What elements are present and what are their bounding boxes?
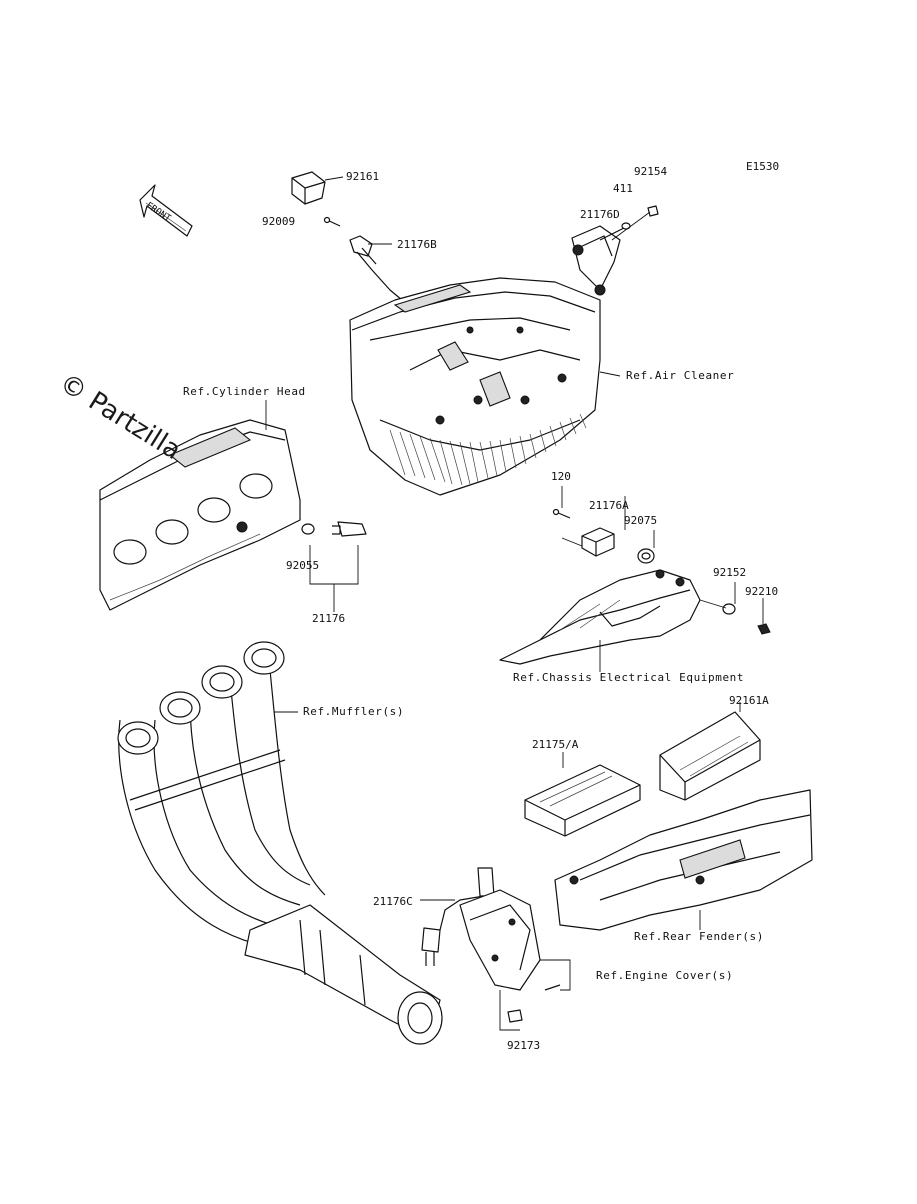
part-label-92210[interactable]: 92210 bbox=[745, 585, 779, 598]
part-label-92075[interactable]: 92075 bbox=[624, 514, 658, 527]
part-label-120[interactable]: 120 bbox=[551, 470, 571, 483]
washer-92152-part bbox=[722, 603, 736, 615]
grommet-92075-part bbox=[637, 548, 655, 564]
part-label-21176b[interactable]: 21176B bbox=[397, 238, 437, 251]
ref-engine-cover-label[interactable]: Ref.Engine Cover(s) bbox=[596, 969, 734, 982]
washer-411-part bbox=[621, 222, 631, 230]
ref-rear-fender-label[interactable]: Ref.Rear Fender(s) bbox=[634, 930, 765, 943]
diagram-id: E1530 bbox=[746, 160, 780, 173]
part-label-21176d[interactable]: 21176D bbox=[580, 208, 620, 221]
exhaust-headers bbox=[117, 641, 326, 951]
sensor-21176b-part bbox=[349, 235, 403, 301]
sensor-21176c-part bbox=[421, 867, 495, 966]
sensor-21176-part bbox=[332, 521, 367, 537]
part-label-21175a[interactable]: 21175/A bbox=[532, 738, 579, 751]
muffler bbox=[244, 904, 443, 1045]
sensor-21176d-part bbox=[571, 225, 629, 296]
cylinder-head bbox=[99, 419, 301, 611]
rear-fender-frame bbox=[554, 789, 813, 931]
part-label-92161[interactable]: 92161 bbox=[346, 170, 380, 183]
nut-92210-part bbox=[757, 623, 771, 635]
air-cleaner-housing bbox=[349, 277, 601, 496]
part-label-21176[interactable]: 21176 bbox=[312, 612, 346, 625]
part-label-21176c[interactable]: 21176C bbox=[373, 895, 413, 908]
ref-air-cleaner-label[interactable]: Ref.Air Cleaner bbox=[626, 369, 735, 382]
part-label-92173[interactable]: 92173 bbox=[507, 1039, 541, 1052]
bolt-120-part bbox=[552, 508, 571, 519]
bolt-92173-part bbox=[507, 984, 561, 1023]
cap-92161-part bbox=[291, 171, 344, 205]
ecu-21175a-part bbox=[524, 764, 641, 837]
part-label-92154[interactable]: 92154 bbox=[634, 165, 668, 178]
screw-92009-part bbox=[323, 216, 341, 227]
part-label-92161a[interactable]: 92161A bbox=[729, 694, 769, 707]
engine-cover-bracket bbox=[459, 889, 541, 991]
ref-chassis-electrical-label[interactable]: Ref.Chassis Electrical Equipment bbox=[513, 671, 745, 684]
washer-92055-part bbox=[301, 523, 315, 535]
part-label-92055[interactable]: 92055 bbox=[286, 559, 320, 572]
bolt-92154-part bbox=[647, 205, 659, 217]
part-label-92009[interactable]: 92009 bbox=[262, 215, 296, 228]
ecu-cover-92161a-part bbox=[659, 711, 761, 801]
chassis-electrical-tray bbox=[499, 569, 701, 665]
part-label-92152[interactable]: 92152 bbox=[713, 566, 747, 579]
part-label-411[interactable]: 411 bbox=[613, 182, 633, 195]
part-label-21176a[interactable]: 21176A bbox=[589, 499, 629, 512]
front-arrow-icon bbox=[139, 184, 193, 237]
sensor-21176a-part bbox=[561, 527, 615, 557]
ref-muffler-label[interactable]: Ref.Muffler(s) bbox=[303, 705, 405, 718]
ref-cylinder-head-label[interactable]: Ref.Cylinder Head bbox=[183, 385, 306, 398]
